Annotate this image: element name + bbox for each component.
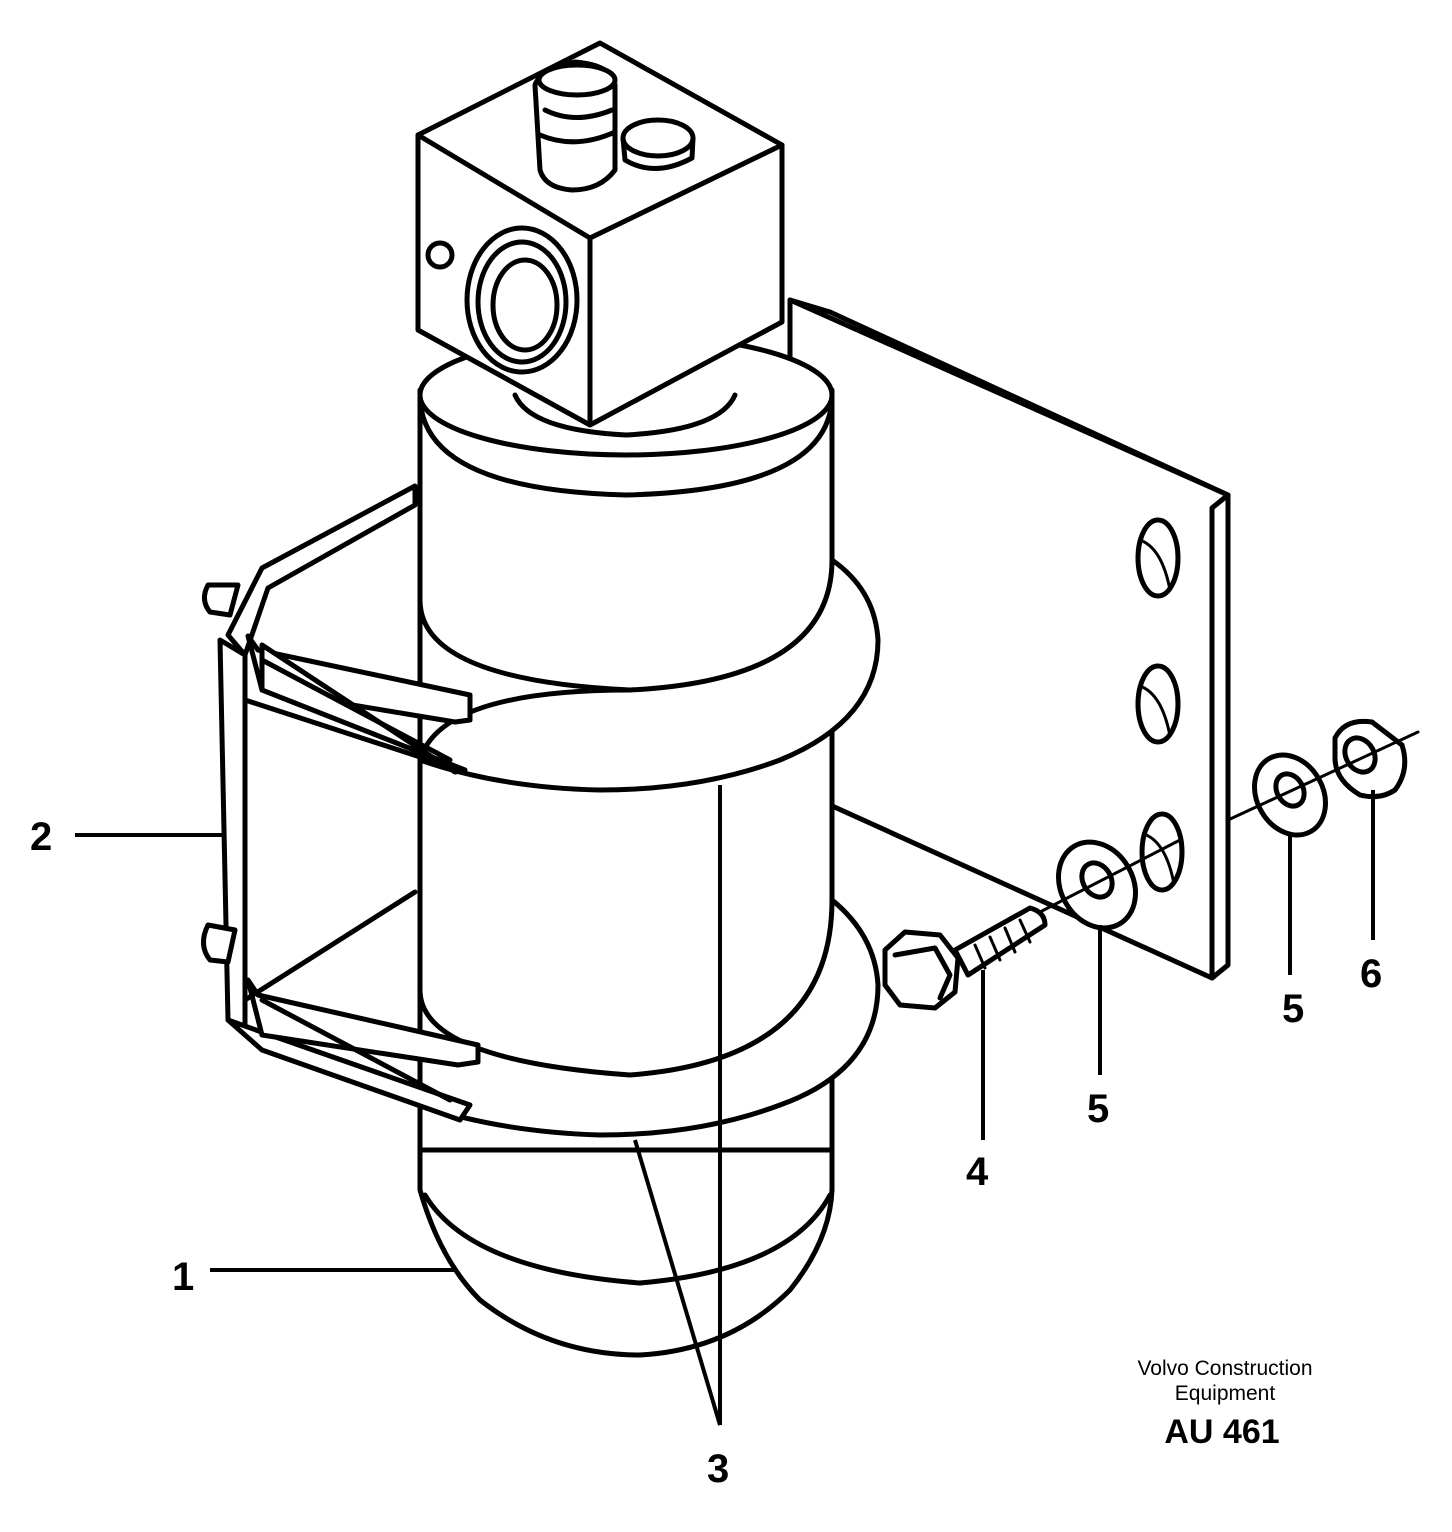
- callout-3: 3: [707, 1447, 729, 1491]
- caption-equipment: Equipment: [1175, 1382, 1276, 1405]
- valve-block: [415, 40, 785, 428]
- callout-4: 4: [966, 1150, 989, 1194]
- clamp-band-upper: [417, 557, 881, 793]
- clamp-band-lower: [417, 897, 881, 1138]
- flange-nut: [1332, 718, 1408, 800]
- caption-company: Volvo Construction: [1137, 1357, 1312, 1380]
- callout-6: 6: [1360, 952, 1382, 996]
- flange-screw: [882, 905, 1048, 1011]
- receiver-drier: [417, 332, 835, 1358]
- assembly-axis-line: [1038, 730, 1420, 914]
- callout-1: 1: [172, 1255, 194, 1299]
- mounting-bracket: [787, 297, 1231, 981]
- leader-lines: [75, 785, 1375, 1426]
- washer-2: [1252, 752, 1328, 838]
- callout-2: 2: [30, 815, 52, 859]
- bracket: [201, 483, 481, 1123]
- figure-code: AU 461: [1164, 1413, 1279, 1451]
- callout-5-washer-1: 5: [1087, 1087, 1109, 1131]
- callout-5-washer-2: 5: [1282, 987, 1304, 1031]
